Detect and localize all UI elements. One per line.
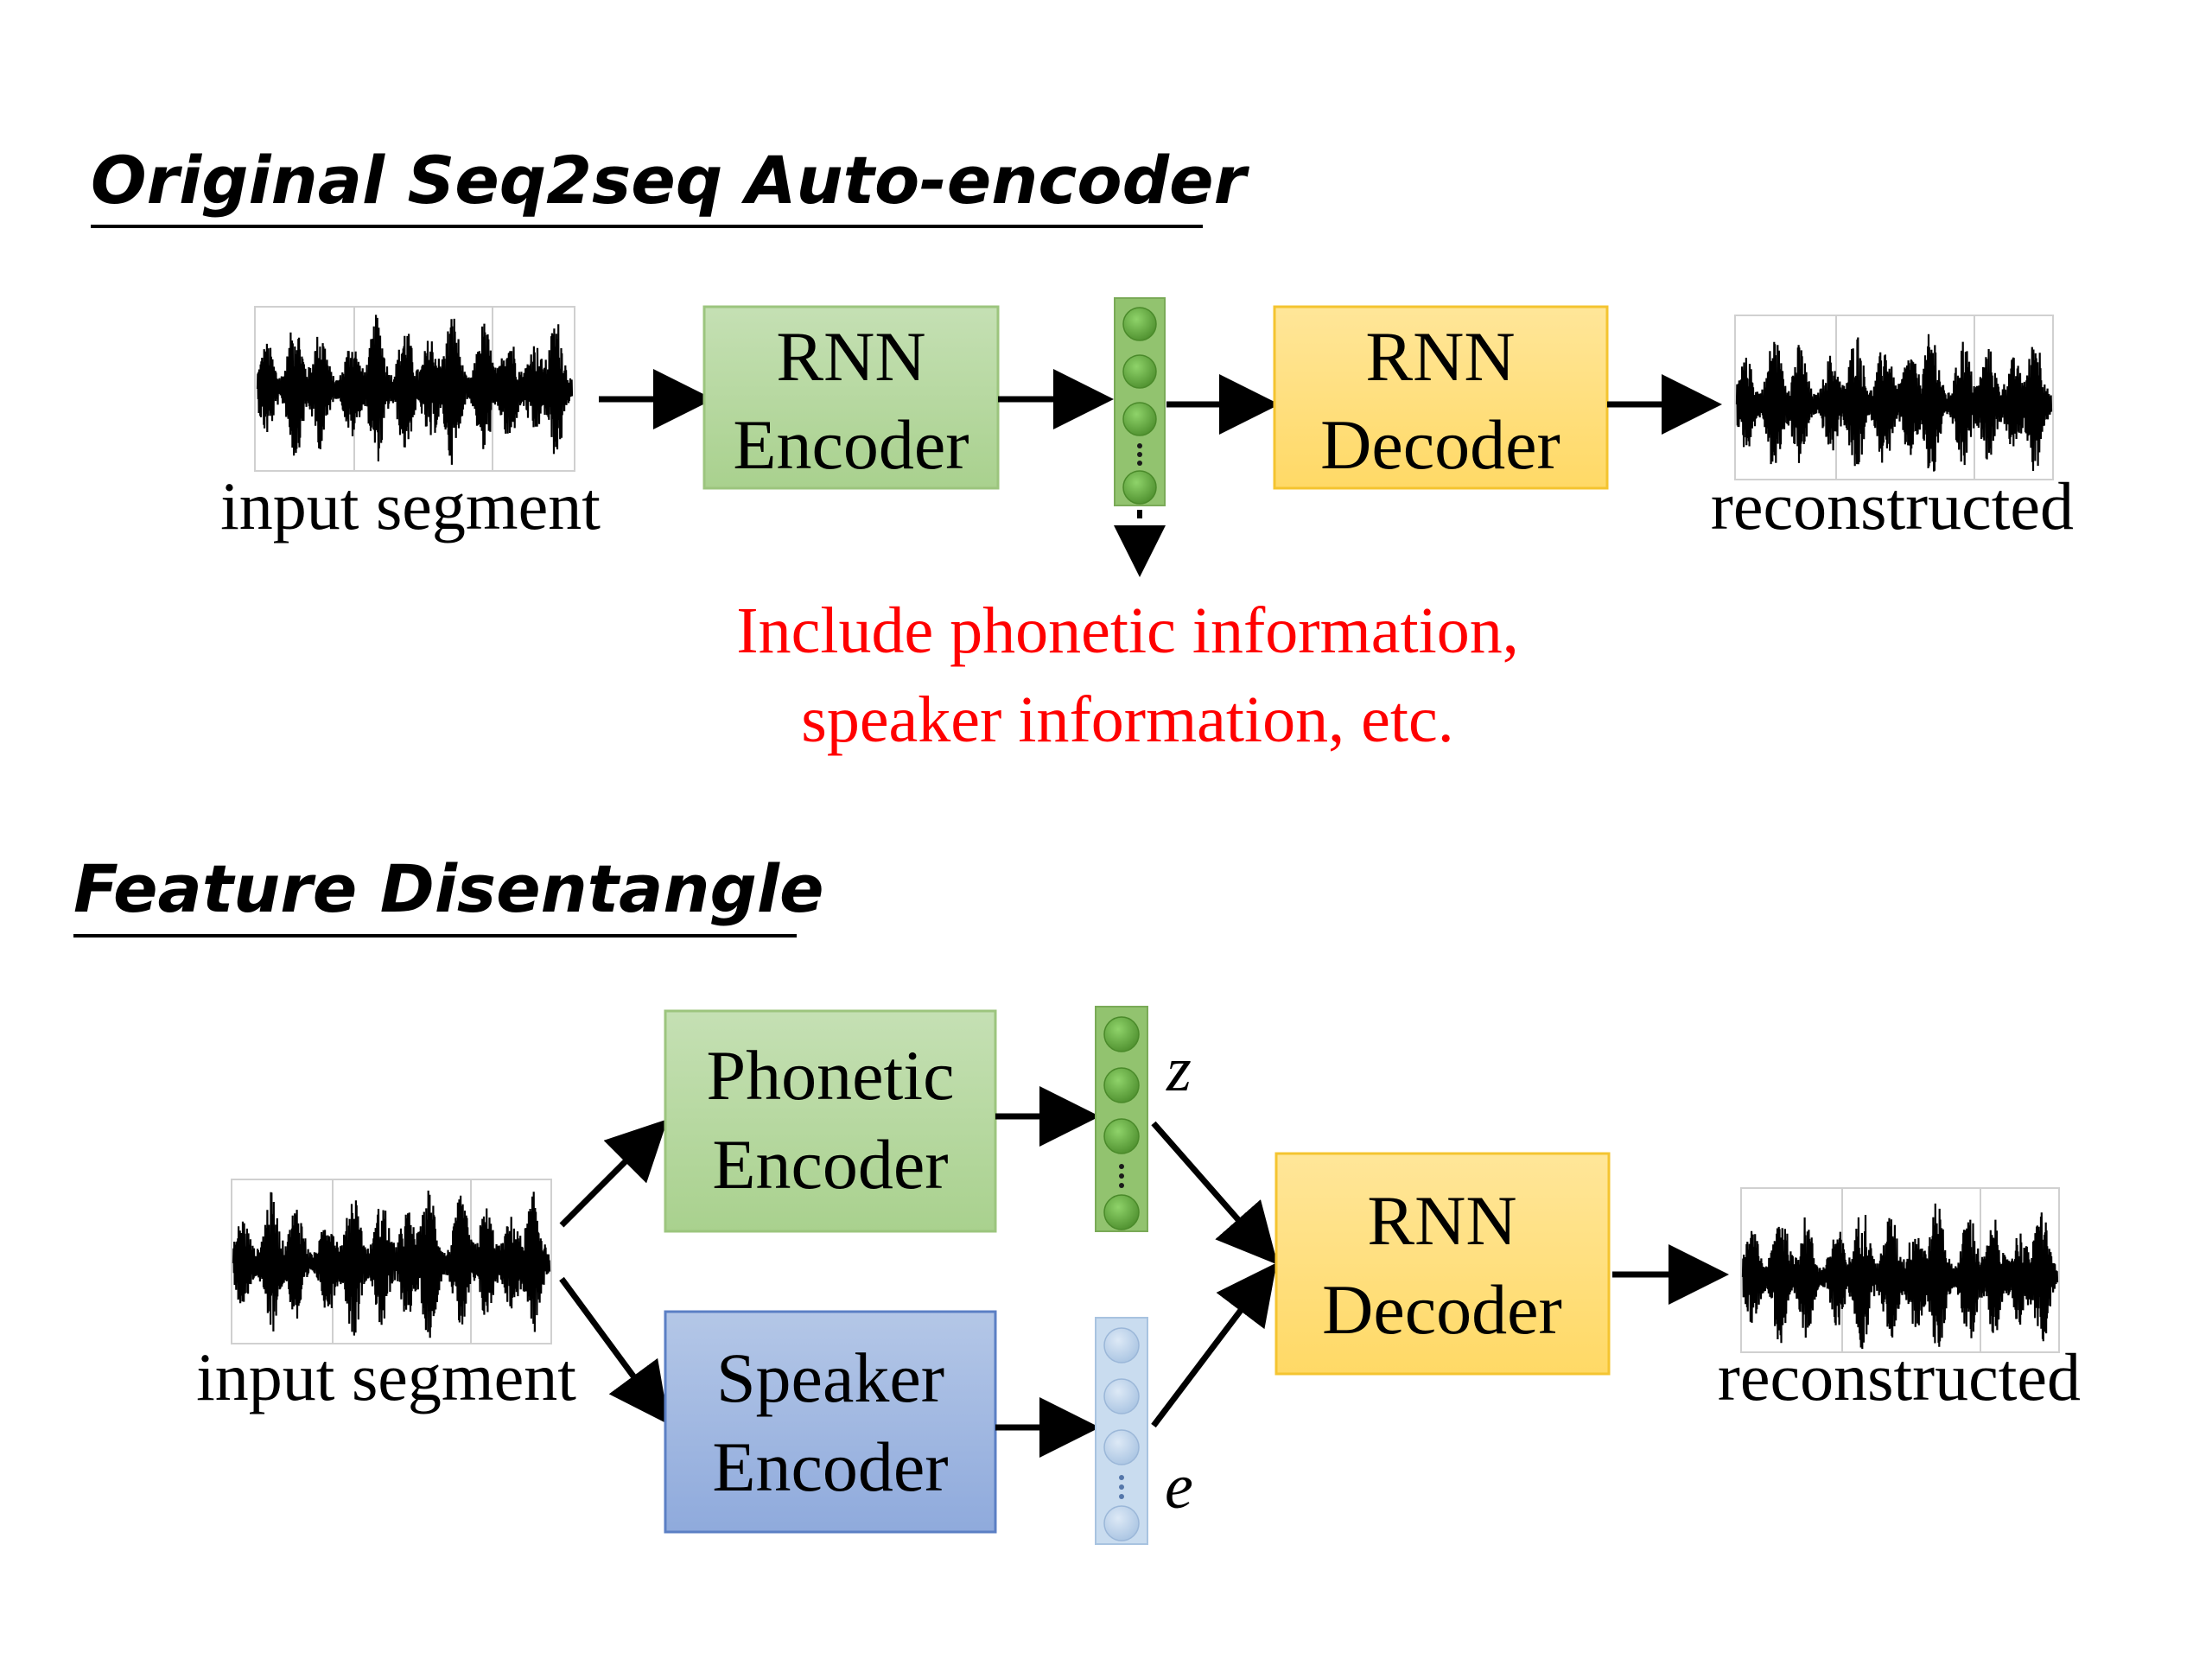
waveform-output-original [1734,315,2054,480]
phonetic-encoder-box: Phonetic Encoder [664,1009,997,1233]
speaker-encoder-label-line2: Encoder [712,1427,948,1506]
output-caption-disentangle: reconstructed [1718,1339,2081,1414]
section-title-original: Original Seq2seq Auto-encoder [91,142,1250,219]
waveform-input-original [254,306,575,472]
section-disentangle: Feature Disentangle input segment Phonet… [73,850,2081,1545]
rnn-encoder-label-line1: RNN [776,317,925,396]
input-caption-disentangle: input segment [196,1339,576,1414]
arrow-z-to-decoder [1151,1121,1278,1265]
rnn-encoder-label-line2: Encoder [733,405,969,484]
latent-vector-e [1095,1317,1148,1545]
note-line2: speaker information, etc. [801,683,1453,756]
arrow-input-to-speaker [559,1276,670,1425]
latent-vector-z [1095,1006,1148,1232]
arrow-e-to-decoder [1151,1262,1277,1428]
rnn-decoder2-label-line1: RNN [1367,1181,1516,1260]
phonetic-encoder-label-line2: Encoder [712,1125,948,1204]
rnn-decoder-label-line1: RNN [1365,317,1515,396]
input-caption-original: input segment [220,468,601,543]
rnn-decoder-box-original: RNN Decoder [1273,305,1609,490]
note-line1: Include phonetic information, [736,594,1518,667]
rnn-encoder-box: RNN Encoder [702,305,1000,490]
z-label: z [1166,1034,1192,1105]
rnn-decoder-box-disentangle: RNN Decoder [1274,1152,1611,1376]
waveform-output-disentangle [1740,1187,2060,1353]
rnn-decoder2-label-line2: Decoder [1322,1270,1562,1349]
output-caption-original: reconstructed [1711,468,2074,543]
waveform-input-disentangle [231,1179,552,1344]
speaker-encoder-box: Speaker Encoder [664,1310,997,1534]
arrow-input-to-phonetic [559,1119,668,1228]
section-title-disentangle: Feature Disentangle [73,850,824,927]
latent-vector-original [1114,297,1166,506]
e-label: e [1165,1452,1193,1522]
section-original: Original Seq2seq Auto-encoder input segm… [91,142,2074,756]
speaker-encoder-label-line1: Speaker [716,1338,944,1417]
rnn-decoder-label-line2: Decoder [1320,405,1560,484]
phonetic-encoder-label-line1: Phonetic [707,1036,955,1115]
